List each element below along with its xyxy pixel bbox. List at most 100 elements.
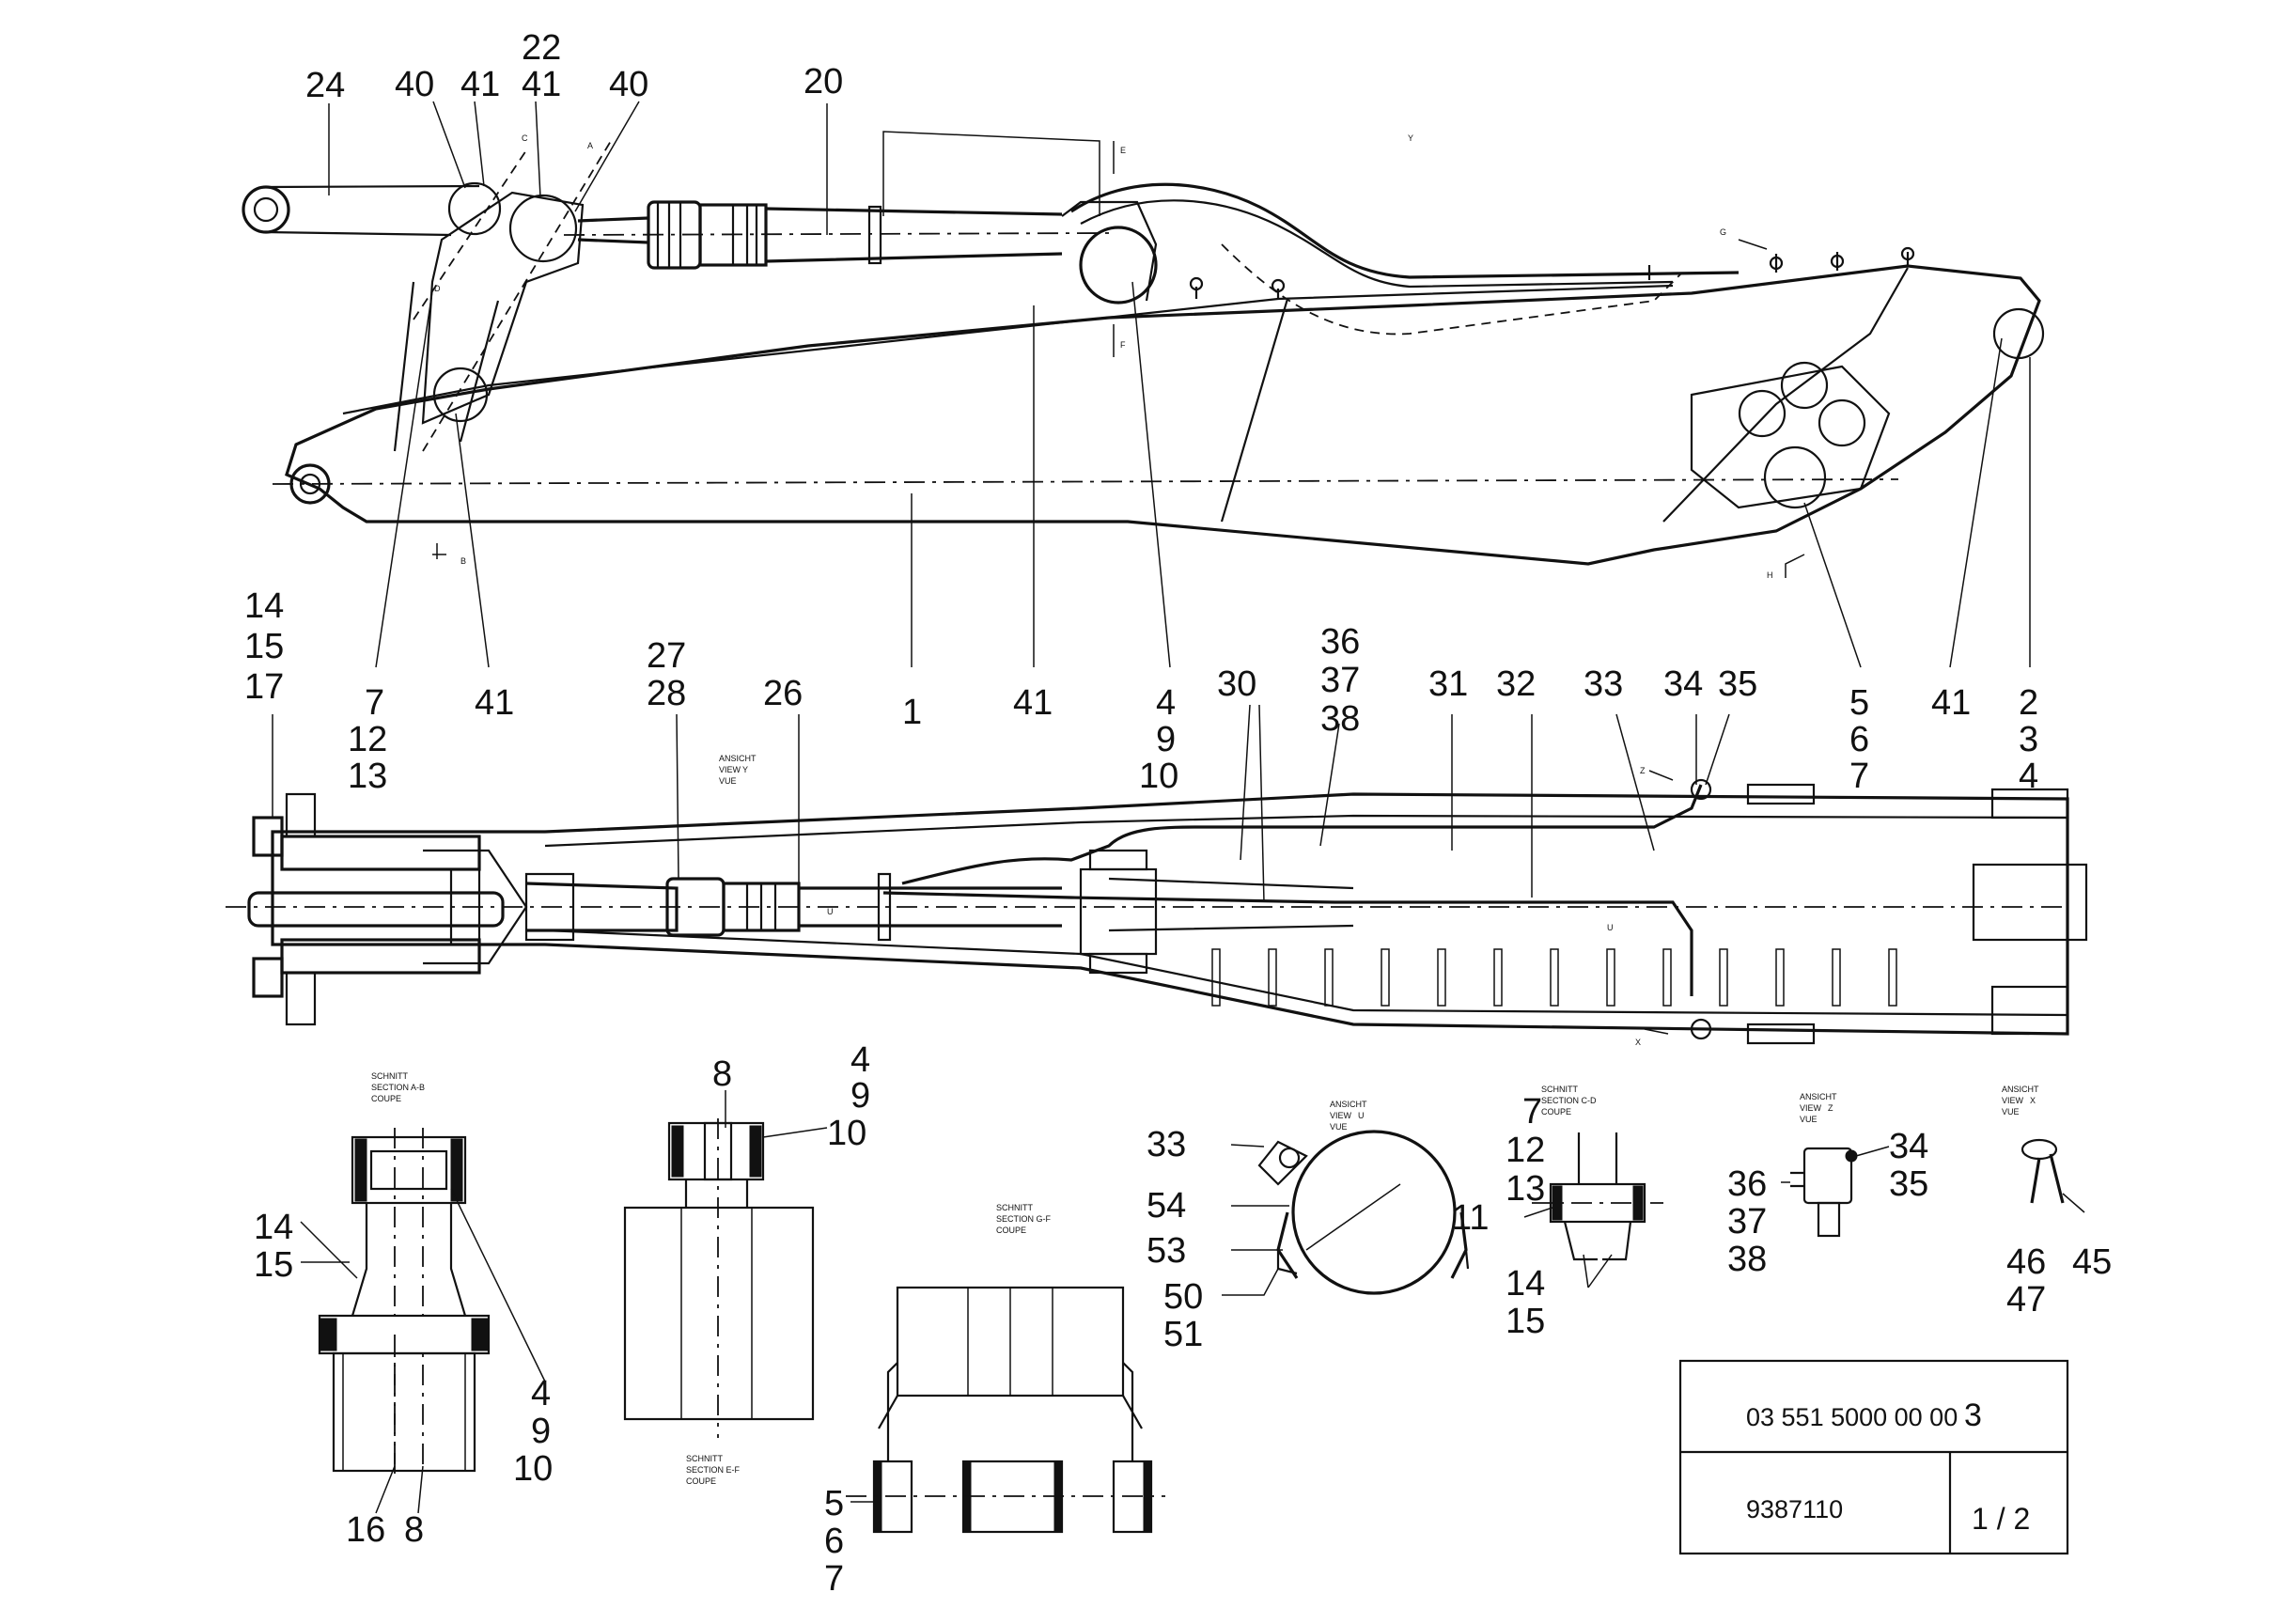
callout-label: 41 bbox=[522, 65, 561, 104]
callout-label: 7 bbox=[824, 1559, 844, 1599]
callout-label: 38 bbox=[1320, 699, 1360, 739]
callout-label: 22 bbox=[522, 28, 561, 68]
callout-label: 2 bbox=[2019, 683, 2038, 723]
drawing-number: 03 551 5000 00 00 bbox=[1746, 1403, 1958, 1431]
top-callouts: 14 15 17 27 28 26 30 36 37 38 31 32 33 3… bbox=[244, 586, 1757, 739]
callout-label: 26 bbox=[763, 674, 803, 713]
view-z: ANSICHT VIEW VUE Z 34 35 36 37 38 bbox=[1727, 1092, 1928, 1279]
callout-label: 12 bbox=[348, 720, 387, 759]
svg-text:COUPE: COUPE bbox=[371, 1094, 401, 1103]
svg-text:ANSICHT: ANSICHT bbox=[719, 754, 757, 763]
callout-label: 41 bbox=[1013, 683, 1053, 723]
callout-label: 34 bbox=[1889, 1127, 1928, 1166]
svg-text:X: X bbox=[2030, 1096, 2036, 1105]
svg-text:ANSICHT: ANSICHT bbox=[1330, 1100, 1367, 1109]
callout-label: 13 bbox=[348, 757, 387, 796]
svg-text:SECTION C-D: SECTION C-D bbox=[1541, 1096, 1597, 1105]
section-a-b: SCHNITT SECTION A-B COUPE 14 15 4 9 10 1… bbox=[254, 1071, 553, 1550]
callout-label: 35 bbox=[1889, 1164, 1928, 1204]
view-marker-g: G bbox=[1720, 227, 1726, 237]
svg-text:VUE: VUE bbox=[2002, 1107, 2020, 1116]
callout-label: 54 bbox=[1147, 1186, 1186, 1226]
view-marker-x: X bbox=[1635, 1038, 1641, 1047]
side-callouts: 24 40 41 22 41 40 20 41 4 9 10 1 41 7 12… bbox=[305, 28, 2038, 796]
section-g-f: SCHNITT SECTION G-F COUPE 5 6 7 bbox=[824, 1203, 1165, 1599]
callout-label: 7 bbox=[1522, 1092, 1542, 1132]
svg-text:COUPE: COUPE bbox=[686, 1476, 716, 1486]
svg-text:ANSICHT: ANSICHT bbox=[2002, 1085, 2039, 1094]
callout-label: 38 bbox=[1727, 1240, 1767, 1279]
boom-hole bbox=[1780, 361, 1829, 410]
view-marker-c: C bbox=[522, 133, 528, 143]
svg-text:VUE: VUE bbox=[1800, 1115, 1818, 1124]
part-number: 9387110 bbox=[1746, 1495, 1843, 1523]
boom-top-view: Z X U U bbox=[226, 766, 2088, 1047]
callout-label: 9 bbox=[1156, 720, 1176, 759]
callout-label: 50 bbox=[1163, 1277, 1203, 1317]
section-e-f: 8 4 9 10 SCHNITT SECTION E-F COUPE bbox=[623, 1040, 870, 1486]
callout-label: 8 bbox=[712, 1054, 732, 1094]
callout-label: 36 bbox=[1727, 1164, 1767, 1204]
callout-label: 6 bbox=[824, 1522, 844, 1561]
svg-text:SCHNITT: SCHNITT bbox=[686, 1454, 723, 1463]
boom-hole bbox=[1818, 398, 1866, 447]
svg-text:U: U bbox=[1358, 1111, 1365, 1120]
callout-label: 33 bbox=[1584, 664, 1623, 704]
callout-label: 47 bbox=[2006, 1280, 2046, 1320]
callout-label: 20 bbox=[804, 62, 843, 102]
callout-label: 40 bbox=[609, 65, 648, 104]
svg-text:VUE: VUE bbox=[719, 776, 737, 786]
view-marker-u2: U bbox=[1607, 923, 1614, 932]
pin-17 bbox=[252, 957, 284, 998]
svg-text:VUE: VUE bbox=[1330, 1122, 1348, 1132]
view-marker-d: D bbox=[434, 284, 441, 293]
callout-label: 3 bbox=[2019, 720, 2038, 759]
callout-label: 45 bbox=[2072, 1242, 2112, 1282]
callout-label: 53 bbox=[1147, 1231, 1186, 1271]
svg-text:ANSICHT: ANSICHT bbox=[1800, 1092, 1837, 1101]
callout-label: 11 bbox=[1452, 1198, 1489, 1238]
callout-label: 14 bbox=[254, 1208, 293, 1247]
callout-label: 51 bbox=[1163, 1315, 1203, 1354]
callout-label: 35 bbox=[1718, 664, 1757, 704]
side-leaders bbox=[328, 101, 2031, 668]
callout-label: 41 bbox=[460, 65, 500, 104]
svg-text:COUPE: COUPE bbox=[1541, 1107, 1571, 1116]
view-u-clamp: ANSICHT VIEW VUE U 33 54 53 50 51 bbox=[1147, 1100, 1470, 1354]
callout-label: 14 bbox=[244, 586, 284, 626]
view-marker-y: Y bbox=[1408, 133, 1413, 143]
view-marker-e: E bbox=[1120, 146, 1126, 155]
svg-text:VIEW: VIEW bbox=[1800, 1103, 1822, 1113]
callout-label: 24 bbox=[305, 66, 345, 105]
view-marker-z: Z bbox=[1640, 766, 1646, 775]
pin-41 bbox=[447, 181, 502, 236]
note-view-y: ANSICHT VIEW VUE Y bbox=[719, 754, 757, 786]
view-marker-f: F bbox=[1120, 340, 1126, 350]
callout-label: 10 bbox=[1139, 757, 1178, 796]
boom-side-view: E F G H B C A D Y bbox=[242, 131, 2045, 580]
callout-label: 10 bbox=[513, 1449, 553, 1489]
svg-text:VIEW: VIEW bbox=[1330, 1111, 1352, 1120]
pin-17 bbox=[252, 816, 284, 857]
callout-label: 5 bbox=[824, 1484, 844, 1523]
callout-label: 5 bbox=[1849, 683, 1869, 723]
revision: 3 bbox=[1964, 1398, 1982, 1433]
svg-text:SCHNITT: SCHNITT bbox=[371, 1071, 408, 1081]
svg-text:SECTION E-F: SECTION E-F bbox=[686, 1465, 741, 1475]
section-c-d: SCHNITT SECTION C-D COUPE 7 12 13 11 14 … bbox=[1452, 1085, 1663, 1341]
view-x: ANSICHT VIEW VUE X 46 47 45 bbox=[2002, 1085, 2112, 1320]
callout-label: 17 bbox=[244, 667, 284, 707]
svg-text:VIEW: VIEW bbox=[719, 765, 741, 774]
callout-label: 40 bbox=[395, 65, 434, 104]
sheet-number: 1 / 2 bbox=[1972, 1502, 2030, 1536]
callout-label: 37 bbox=[1320, 661, 1360, 700]
callout-label: 32 bbox=[1496, 664, 1536, 704]
callout-label: 30 bbox=[1217, 664, 1256, 704]
callout-label: 4 bbox=[531, 1374, 551, 1413]
callout-label: 9 bbox=[531, 1412, 551, 1451]
callout-label: 41 bbox=[475, 683, 514, 723]
view-marker-u: U bbox=[827, 907, 834, 916]
callout-label: 46 bbox=[2006, 1242, 2046, 1282]
callout-label: 8 bbox=[404, 1510, 424, 1550]
